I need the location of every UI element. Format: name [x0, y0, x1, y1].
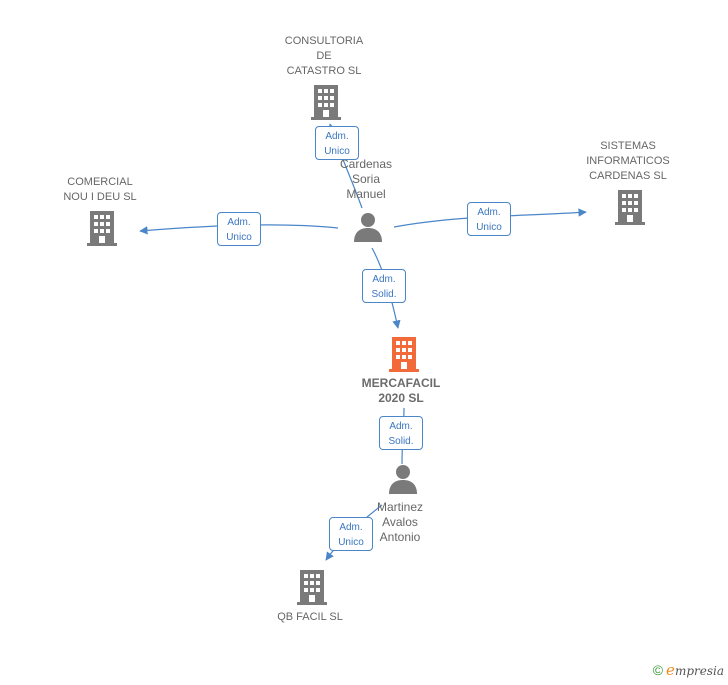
edge-label-cardenas-sistemas[interactable]: Adm. Unico — [467, 202, 511, 236]
copyright-symbol: © — [652, 662, 664, 678]
building-icon[interactable] — [297, 569, 327, 605]
building-icon[interactable] — [311, 84, 341, 120]
person-icon[interactable] — [353, 212, 383, 242]
edge-label-line2: Unico — [476, 222, 502, 233]
edge-label-line1: Adm. — [477, 207, 501, 218]
node-label-comercial: COMERCIAL NOU I DEU SL — [63, 176, 137, 203]
edge-label-cardenas-comercial[interactable]: Adm. Unico — [217, 212, 261, 246]
edge-label-line2: Solid. — [371, 289, 397, 300]
edge-label-line2: Unico — [226, 232, 252, 243]
edge-label-cardenas-mercafacil[interactable]: Adm. Solid. — [362, 269, 406, 303]
building-icon[interactable] — [389, 336, 419, 372]
brand-name: mpresia — [674, 664, 724, 678]
edge-label-line1: Adm. — [389, 421, 413, 432]
brand-initial: e — [666, 661, 675, 679]
building-icon[interactable] — [615, 189, 645, 225]
node-label-consultoria: CONSULTORIA DE CATASTRO SL — [284, 35, 364, 77]
node-label-martinez: Martinez Avalos Antonio — [376, 500, 423, 544]
edge-label-line2: Unico — [338, 537, 364, 548]
edge-label-line1: Adm. — [372, 274, 396, 285]
footer-brand: ©empresia — [653, 661, 724, 679]
edge-label-cardenas-consultoria[interactable]: Adm. Unico — [315, 126, 359, 160]
edge-label-line1: Adm. — [325, 131, 349, 142]
edge-label-line1: Adm. — [227, 217, 251, 228]
node-label-cardenas: Cardenas Soria Manuel — [339, 157, 393, 201]
person-icon[interactable] — [388, 464, 418, 494]
node-label-sistemas: SISTEMAS INFORMATICOS CARDENAS SL — [586, 140, 670, 182]
edge-label-line1: Adm. — [339, 522, 363, 533]
edge-label-martinez-mercafacil[interactable]: Adm. Solid. — [379, 416, 423, 450]
edge-label-line2: Unico — [324, 146, 350, 157]
node-label-mercafacil: MERCAFACIL 2020 SL — [361, 376, 441, 405]
edge-label-martinez-qbfacil[interactable]: Adm. Unico — [329, 517, 373, 551]
building-icon[interactable] — [87, 210, 117, 246]
node-label-qbfacil: QB FACIL SL — [277, 611, 343, 623]
edge-label-line2: Solid. — [388, 436, 414, 447]
